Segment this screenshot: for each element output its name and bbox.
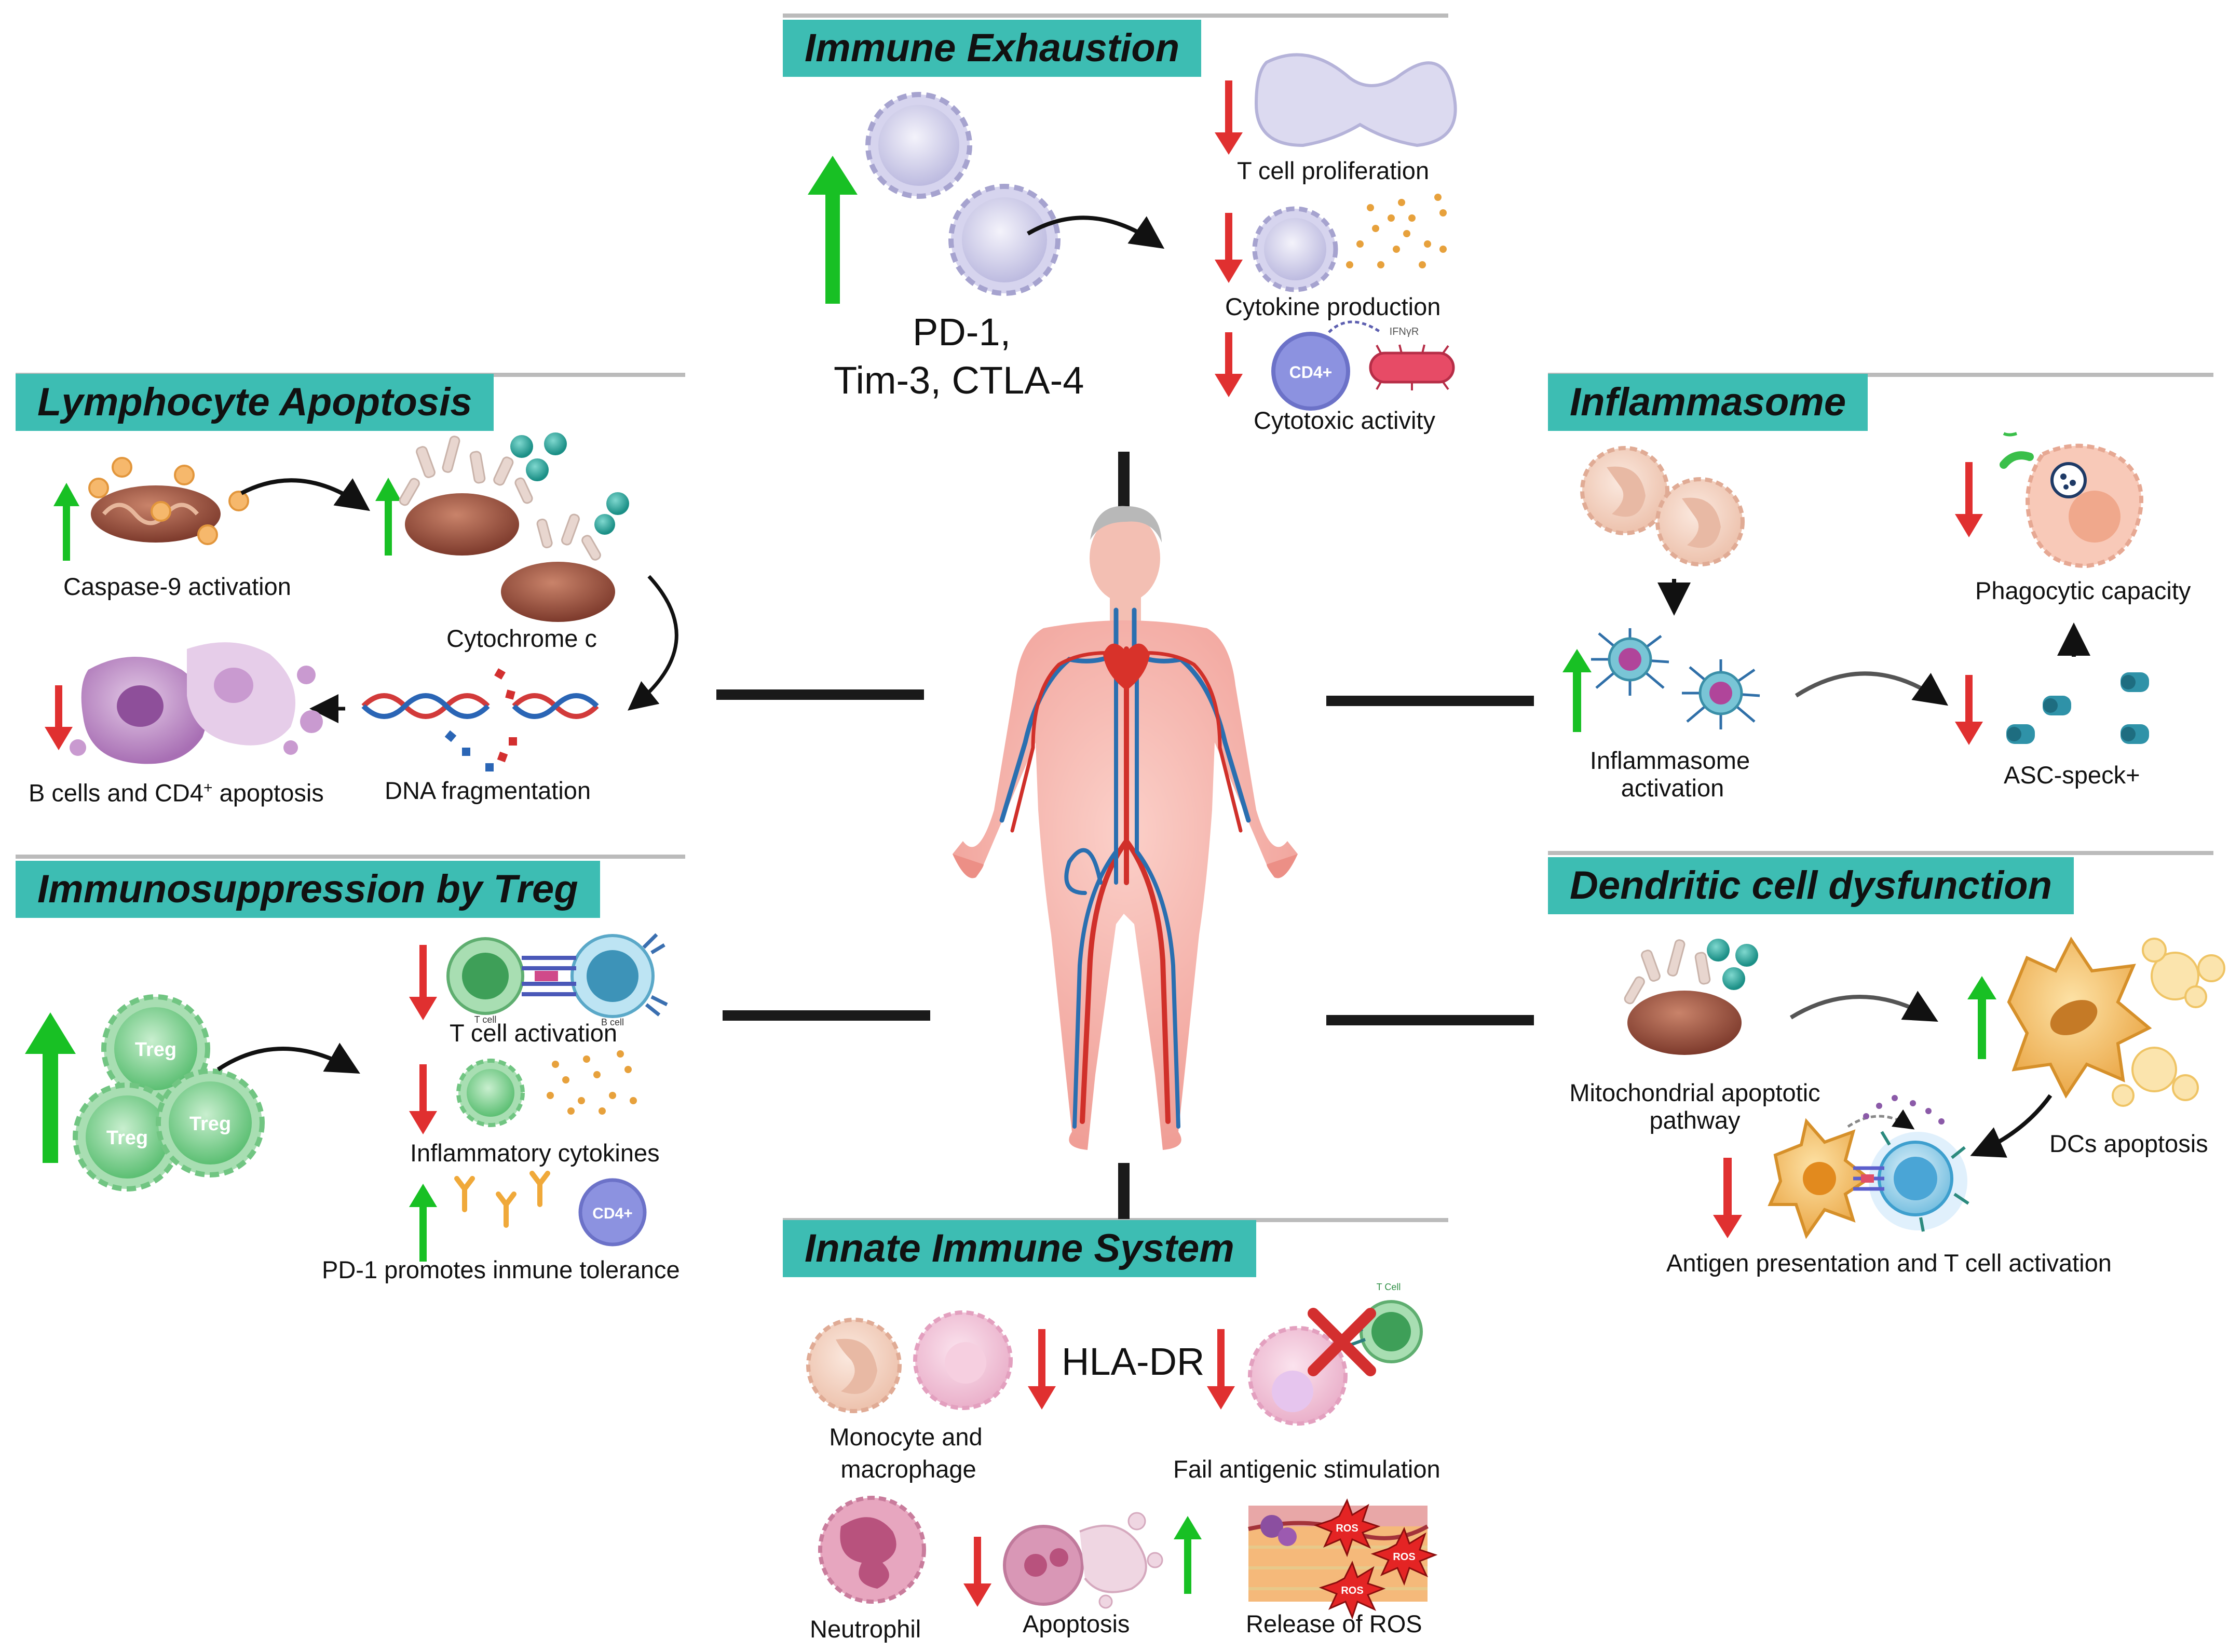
apoptosis-label-sup: + [203,779,213,796]
ros-tag: ROS [1393,1551,1415,1563]
antibody-icon [454,1171,550,1228]
down-arrow-icon [963,1329,1235,1607]
label-inflammasome-activation-1: Inflammasome [1589,747,1750,774]
dna-icon [361,693,599,719]
innate-art: T Cell ROS ROS ROS [806,1282,1438,1620]
svg-text:Treg: Treg [189,1113,231,1135]
label-cytokine-production: Cytokine production [1225,293,1441,320]
human-body-icon [953,506,1298,1150]
label-antigen-presentation: Antigen presentation and T cell activati… [1666,1249,2112,1277]
inflammasome-art [1562,432,2149,745]
ros-tag: ROS [1341,1585,1363,1596]
up-arrow-icon [43,1049,58,1163]
label-t-cell-proliferation: T cell proliferation [1237,157,1430,184]
label-caspase-9: Caspase-9 activation [63,573,291,600]
label-asc-speck: ASC-speck+ [2004,761,2140,789]
marker-line-2: Tim-3, CTLA-4 [834,359,1084,402]
mito-debris-icon [399,436,533,506]
dividing-cell-icon [1254,53,1457,147]
cd4-cell-icon [1271,332,1350,411]
up-arrow-icon [409,1184,437,1262]
label-mito-pathway-2: pathway [1649,1106,1741,1134]
down-arrow-icon [45,685,73,750]
treg-cell-icon: Treg [156,1068,265,1177]
label-t-cell-activation: T cell activation [450,1019,618,1047]
label-release-ros: Release of ROS [1246,1610,1422,1637]
cd4-cell-icon [578,1178,647,1247]
cytokine-dots-icon [547,1050,637,1115]
cytochrome-c-icon [1707,939,1758,990]
label-cytotoxic-activity: Cytotoxic activity [1254,407,1435,434]
ros-tag: ROS [1336,1523,1358,1534]
dendritic-art [1624,937,2225,1239]
down-arrow-icon [1955,462,1983,745]
inflammasome-icon [1682,659,1760,729]
apoptotic-body-icon [2112,938,2225,1107]
label-b-cd4-apoptosis: B cells and CD4+ apoptosis [29,774,324,808]
t-cell-icon [948,184,1061,296]
label-inflammatory-cytokines: Inflammatory cytokines [410,1139,660,1167]
block-x-icon [1308,1308,1376,1376]
down-arrow-icon [409,945,437,1134]
lymphocyte-apoptosis-art [45,432,678,771]
panel-title-inflammasome: Inflammasome [1548,374,1868,431]
label-pd1-tolerance: PD-1 promotes inmune tolerance [322,1256,680,1283]
panel-title-lymphocyte-apoptosis: Lymphocyte Apoptosis [16,374,494,431]
panel-title-immune-exhaustion: Immune Exhaustion [783,20,1202,77]
caspase-icon [88,457,249,545]
apoptosis-label-text: B cells and CD4 [29,779,203,807]
label-dna-fragmentation: DNA fragmentation [385,777,591,804]
label-neutrophil: Neutrophil [810,1615,921,1643]
t-cell-icon [865,92,972,199]
inflammasome-icon [1591,628,1669,696]
label-phagocytic-capacity: Phagocytic capacity [1975,577,2191,604]
up-arrow-icon [53,478,401,561]
connectors [716,452,1534,1219]
ifn-receptor-tag: IFNγR [1390,326,1419,337]
label-dcs-apoptosis: DCs apoptosis [2049,1130,2208,1157]
up-arrow-icon [1562,649,1592,732]
up-arrow-icon [1967,976,1996,1059]
down-arrow-icon [1215,80,1243,397]
treg-art: Treg Treg Treg T cell B cell [25,933,668,1262]
cytochrome-c-icon [510,432,629,535]
t-cell-tag: T Cell [1377,1282,1401,1292]
panel-title-treg: Immunosuppression by Treg [16,861,600,918]
label-cytochrome-c: Cytochrome c [446,625,597,652]
down-arrow-icon [1713,1158,1742,1238]
label-inflammasome-activation-2: activation [1621,774,1724,802]
mitochondrion-icon [405,493,519,556]
svg-text:Treg: Treg [106,1127,148,1149]
marker-line-1: PD-1, [913,310,1011,354]
ros-burst-icon [1313,1498,1438,1620]
label-monocyte-line1: Monocyte and [829,1423,983,1451]
mitochondrion-icon [1627,991,1742,1055]
label-hla-dr: HLA-DR [1062,1340,1205,1383]
cd4-tag: CD4+ [592,1205,633,1222]
b-cell-tag: B cell [601,1017,624,1027]
apoptosis-label-suffix: apoptosis [212,779,324,807]
up-arrow-icon [825,189,840,304]
bacterium-icon [1369,351,1455,384]
label-apoptosis: Apoptosis [1023,1610,1130,1637]
panel-title-dendritic: Dendritic cell dysfunction [1548,857,2074,914]
t-cell-tag: T cell [474,1014,497,1025]
mitochondrion-icon [501,562,615,622]
immune-exhaustion-art: CD4+ IFNγR [808,53,1457,411]
bacterium-icon [2000,451,2034,469]
label-mito-pathway-1: Mitochondrial apoptotic [1569,1079,1820,1106]
label-monocyte-line2: macrophage [840,1455,976,1483]
cytokine-dots-icon [1346,194,1447,268]
label-fail-antigenic: Fail antigenic stimulation [1173,1455,1440,1483]
up-arrow-icon [1174,1516,1202,1594]
svg-text:Treg: Treg [135,1039,176,1061]
treg-cell-icon: Treg [101,994,210,1103]
panel-title-innate: Innate Immune System [783,1220,1256,1277]
cd4-tag: CD4+ [1289,363,1333,382]
